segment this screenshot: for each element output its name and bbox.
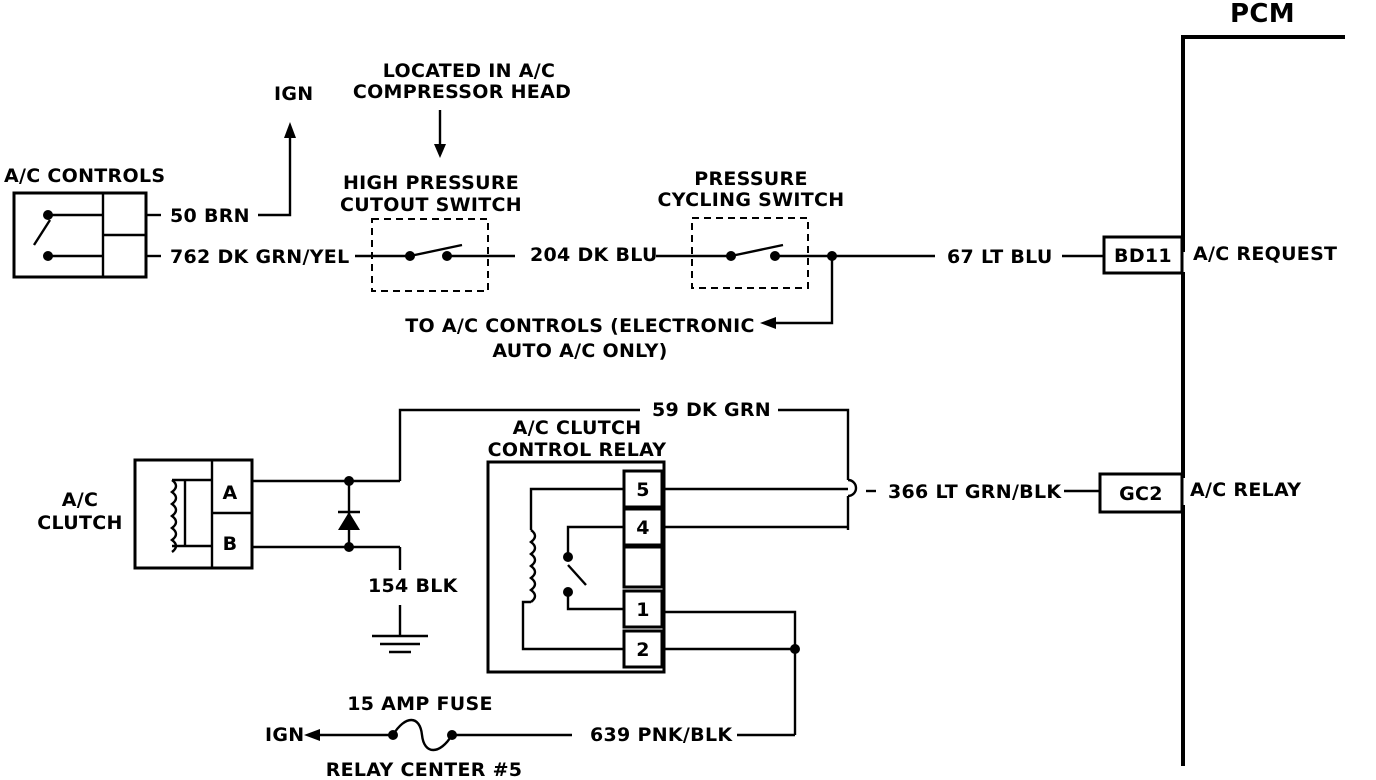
ac-clutch-control-relay: A/C CLUTCH CONTROL RELAY 5 4 1 2 366 LT … xyxy=(486,417,1100,735)
pcm-pin-gc2-box xyxy=(1098,472,1184,514)
pc-switch-contact xyxy=(730,243,784,258)
wire-label-366-lt-grn-blk: 366 LT GRN/BLK xyxy=(888,481,1062,503)
wire-label-204-dk-blu: 204 DK BLU xyxy=(530,244,658,266)
fuse-circuit: 639 PNK/BLK 15 AMP FUSE IGN RELAY CENTER… xyxy=(265,693,795,780)
wire-label-639-pnk-blk: 639 PNK/BLK xyxy=(590,724,733,746)
pressure-cycling-switch: PRESSURE CYCLING SWITCH TO A/C CONTROLS … xyxy=(405,168,1104,362)
relay-pin-2-box xyxy=(622,629,664,669)
ac-clutch-label-line2: CLUTCH xyxy=(37,512,122,534)
ign-label-top: IGN xyxy=(274,83,313,105)
relay-label-line1: A/C CLUTCH xyxy=(513,417,642,439)
location-arrow-icon xyxy=(434,144,446,158)
electronic-note-line2: AUTO A/C ONLY) xyxy=(492,340,667,362)
pcm-module: PCM BD11 A/C REQUEST GC2 A/C RELAY xyxy=(1098,0,1345,766)
relay-pin-2: 2 xyxy=(636,639,650,661)
pcm-pin-bd11-code: BD11 xyxy=(1114,245,1172,267)
relay-pin-4-box xyxy=(622,507,664,547)
relay-pin-empty-box xyxy=(622,545,664,589)
ac-clutch-label-line1: A/C xyxy=(62,489,99,511)
relay-pin-1: 1 xyxy=(636,599,650,621)
ac-controls-label: A/C CONTROLS xyxy=(4,165,165,187)
wire-label-50-brn: 50 BRN xyxy=(170,205,250,227)
wire-label-59-dk-grn: 59 DK GRN xyxy=(652,399,771,421)
relay-coil-icon xyxy=(529,529,537,603)
pcm-pin-gc2-function: A/C RELAY xyxy=(1190,479,1301,501)
wire-label-154-blk: 154 BLK xyxy=(368,575,459,597)
fuse-label: 15 AMP FUSE xyxy=(347,693,493,715)
pcm-title: PCM xyxy=(1230,0,1295,29)
ac-controls-module: A/C CONTROLS 50 BRN IGN 762 DK GRN/YEL xyxy=(4,83,350,279)
ground-icon xyxy=(372,634,428,654)
pcm-pin-gc2-code: GC2 xyxy=(1119,483,1163,505)
pc-switch-label-line1: PRESSURE xyxy=(694,168,808,190)
hp-location-note-line1: LOCATED IN A/C xyxy=(383,60,555,82)
wire-label-67-lt-blu: 67 LT BLU xyxy=(947,246,1053,268)
hp-switch-contact xyxy=(409,243,463,258)
ac-clutch: A/C CLUTCH A B 59 DK GRN 154 BLK xyxy=(37,399,858,654)
hp-switch-label-line2: CUTOUT SWITCH xyxy=(340,194,522,216)
ign-arrow-bottom-icon xyxy=(304,729,320,741)
fuse-icon xyxy=(391,718,454,752)
diode-icon xyxy=(338,512,360,530)
ign-label-bottom: IGN xyxy=(265,724,304,746)
relay-pin-5-box xyxy=(622,469,664,509)
ac-clutch-pin-b: B xyxy=(223,533,238,555)
wire-label-762-dk-grn-yel: 762 DK GRN/YEL xyxy=(170,246,350,268)
relay-label-line2: CONTROL RELAY xyxy=(488,439,667,461)
fuse-location-label: RELAY CENTER #5 xyxy=(326,759,523,780)
electronic-arrow-icon xyxy=(760,317,776,329)
pc-switch-label-line2: CYCLING SWITCH xyxy=(658,189,845,211)
relay-switch-contact xyxy=(567,564,587,586)
relay-pin-4: 4 xyxy=(636,517,650,539)
hp-location-note-line2: COMPRESSOR HEAD xyxy=(353,81,571,103)
pcm-pin-bd11-function: A/C REQUEST xyxy=(1193,243,1337,265)
high-pressure-cutout-switch: LOCATED IN A/C COMPRESSOR HEAD HIGH PRES… xyxy=(340,60,731,292)
ac-clutch-coil-icon xyxy=(170,478,212,553)
ac-controls-switch-contact xyxy=(32,219,52,246)
relay-pin-5: 5 xyxy=(636,479,650,501)
electronic-note-line1: TO A/C CONTROLS (ELECTRONIC xyxy=(405,315,755,337)
ign-arrow-icon xyxy=(284,122,296,138)
hp-switch-label-line1: HIGH PRESSURE xyxy=(343,172,519,194)
ac-clutch-pin-a: A xyxy=(222,482,237,504)
